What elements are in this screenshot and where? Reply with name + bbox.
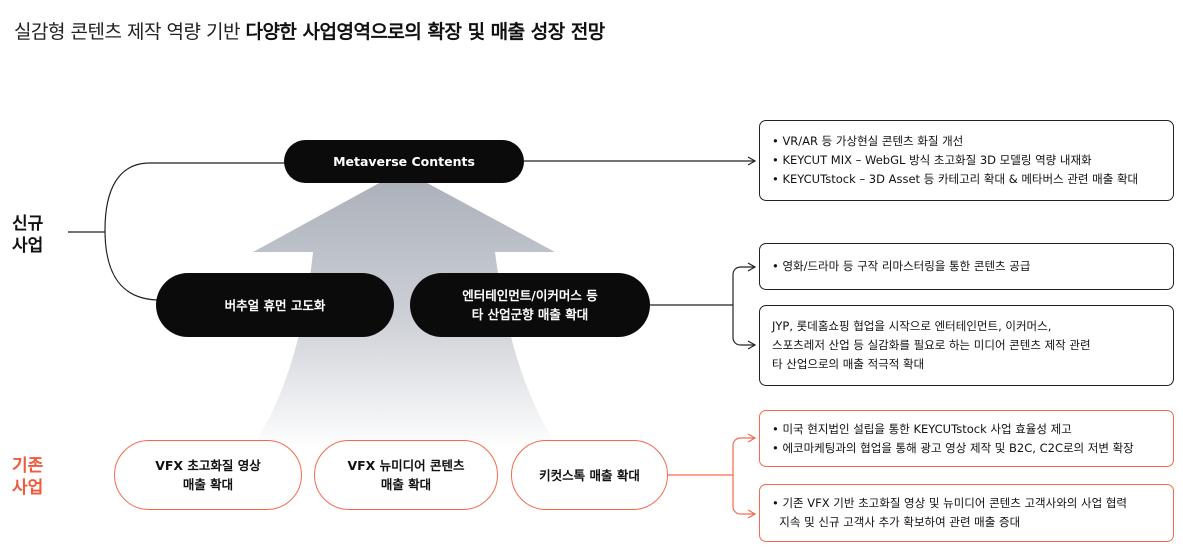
keycut-split-top xyxy=(732,433,757,475)
vfx-clients-detail-box: • 기존 VFX 기반 초고화질 영상 및 뉴미디어 콘텐츠 고객사와의 사업 … xyxy=(759,484,1174,542)
us-subsidiary-detail-2: • 에코마케팅과의 협업을 통해 광고 영상 제작 및 B2C, C2C로의 저… xyxy=(772,440,1134,455)
vfx-clients-detail-1: • 기존 VFX 기반 초고화질 영상 및 뉴미디어 콘텐츠 고객사와의 사업 … xyxy=(772,496,1128,510)
keycutstock-node-label: 키컷스톡 매출 확대 xyxy=(539,467,640,483)
vfx-newmedia-node-line2: 매출 확대 xyxy=(380,477,432,492)
metaverse-node: Metaverse Contents xyxy=(284,140,524,183)
new-business-label-line2: 사업 xyxy=(12,236,44,256)
growth-arrow xyxy=(250,170,560,450)
metaverse-node-label: Metaverse Contents xyxy=(333,154,475,169)
new-business-bracket xyxy=(104,162,286,301)
jyp-detail-2: 스포츠레저 산업 등 실감화를 필요로 하는 미디어 콘텐츠 제작 관련 xyxy=(772,338,1091,352)
film-drama-detail-1: • 영화/드라마 등 구작 리마스터링을 통한 콘텐츠 공급 xyxy=(772,259,1031,273)
keycut-split-bottom xyxy=(732,475,757,519)
page-title: 실감형 콘텐츠 제작 역량 기반 다양한 사업영역으로의 확장 및 매출 성장 … xyxy=(14,17,605,44)
vfx-hd-node: VFX 초고화질 영상 매출 확대 xyxy=(114,440,302,510)
new-business-label: 신규 사업 xyxy=(12,213,43,257)
virtual-human-node-label: 버추얼 휴먼 고도화 xyxy=(224,297,326,313)
entertainment-node-line1: 엔터테인먼트/이커머스 등 xyxy=(462,288,598,303)
jyp-detail-3: 타 산업으로의 매출 적극적 확대 xyxy=(772,357,925,371)
film-drama-detail-box: • 영화/드라마 등 구작 리마스터링을 통한 콘텐츠 공급 xyxy=(759,243,1174,290)
vfx-hd-node-line1: VFX 초고화질 영상 xyxy=(155,458,261,473)
metaverse-detail-box: • VR/AR 등 가상현실 콘텐츠 화질 개선 • KEYCUT MIX – … xyxy=(759,120,1174,201)
metaverse-detail-1: • VR/AR 등 가상현실 콘텐츠 화질 개선 xyxy=(772,134,964,148)
us-subsidiary-detail-box: • 미국 현지법인 설립을 통한 KEYCUTstock 사업 효율성 제고 •… xyxy=(759,410,1174,467)
jyp-detail-1: JYP, 롯데홈쇼핑 협업을 시작으로 엔터테인먼트, 이커머스, xyxy=(772,319,1052,333)
existing-business-label-line1: 기존 xyxy=(12,456,44,476)
entertainment-node-line2: 타 산업군향 매출 확대 xyxy=(471,307,589,322)
vfx-newmedia-node: VFX 뉴미디어 콘텐츠 매출 확대 xyxy=(314,440,498,510)
existing-business-label: 기존 사업 xyxy=(12,455,43,499)
us-subsidiary-detail-1: • 미국 현지법인 설립을 통한 KEYCUTstock 사업 효율성 제고 xyxy=(772,421,1072,436)
existing-business-label-line2: 사업 xyxy=(12,478,44,498)
metaverse-detail-3: • KEYCUTstock – 3D Asset 등 카테고리 확대 & 메타버… xyxy=(772,172,1139,186)
jyp-detail-box: JYP, 롯데홈쇼핑 협업을 시작으로 엔터테인먼트, 이커머스, 스포츠레저 … xyxy=(759,305,1174,386)
entertainment-split-top xyxy=(732,262,757,305)
entertainment-split-bottom xyxy=(732,305,757,350)
title-light: 실감형 콘텐츠 제작 역량 기반 xyxy=(14,21,240,43)
new-business-label-line1: 신규 xyxy=(12,214,44,234)
vfx-hd-node-line2: 매출 확대 xyxy=(182,477,234,492)
entertainment-node: 엔터테인먼트/이커머스 등 타 산업군향 매출 확대 xyxy=(410,273,650,337)
vfx-clients-detail-2: 지속 및 신규 고객사 추가 확보하여 관련 매출 증대 xyxy=(772,515,1021,529)
virtual-human-node: 버추얼 휴먼 고도화 xyxy=(156,273,394,337)
keycutstock-node: 키컷스톡 매출 확대 xyxy=(511,440,668,510)
title-bold: 다양한 사업영역으로의 확장 및 매출 성장 전망 xyxy=(245,21,605,43)
metaverse-detail-2: • KEYCUT MIX – WebGL 방식 초고화질 3D 모델링 역량 내… xyxy=(772,153,1092,167)
vfx-newmedia-node-line1: VFX 뉴미디어 콘텐츠 xyxy=(347,458,465,473)
